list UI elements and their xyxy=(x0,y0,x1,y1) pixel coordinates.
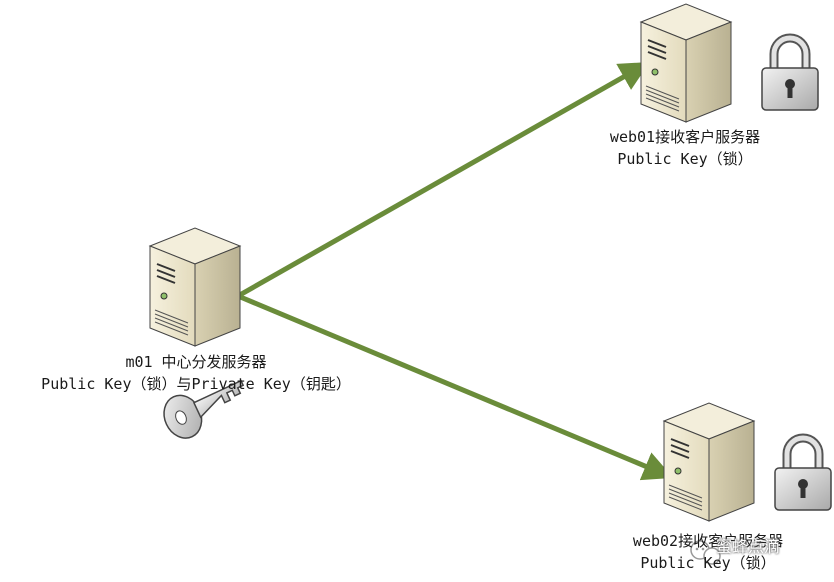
web01-label: web01接收客户服务器 Public Key（锁） xyxy=(610,126,760,170)
web01-title: web01接收客户服务器 xyxy=(609,128,761,146)
web01-subtitle: Public Key（锁） xyxy=(617,150,753,168)
web02-label: web02接收客户服务器 Public Key（锁） xyxy=(633,530,783,574)
web02-padlock-icon xyxy=(775,438,831,510)
web02-title: web02接收客户服务器 xyxy=(632,532,784,550)
m01-label: m01 中心分发服务器 Public Key（锁）与Private Key（钥匙… xyxy=(41,351,351,395)
m01-key-icon xyxy=(163,379,245,439)
web02-subtitle: Public Key（锁） xyxy=(640,554,776,572)
web01-padlock-icon xyxy=(762,38,818,110)
m01-subtitle: Public Key（锁）与Private Key（钥匙） xyxy=(41,375,351,393)
watermark-icon xyxy=(690,540,721,565)
m01-title: m01 中心分发服务器 xyxy=(125,353,267,371)
web02-server-icon xyxy=(663,402,755,522)
web01-server-icon xyxy=(640,3,732,123)
watermark-text: 蜜蜂点滴 xyxy=(716,537,781,556)
arrow-m01-to-web01 xyxy=(236,62,650,299)
arrow-m01-to-web02 xyxy=(237,293,674,481)
m01-server-icon xyxy=(149,227,241,347)
